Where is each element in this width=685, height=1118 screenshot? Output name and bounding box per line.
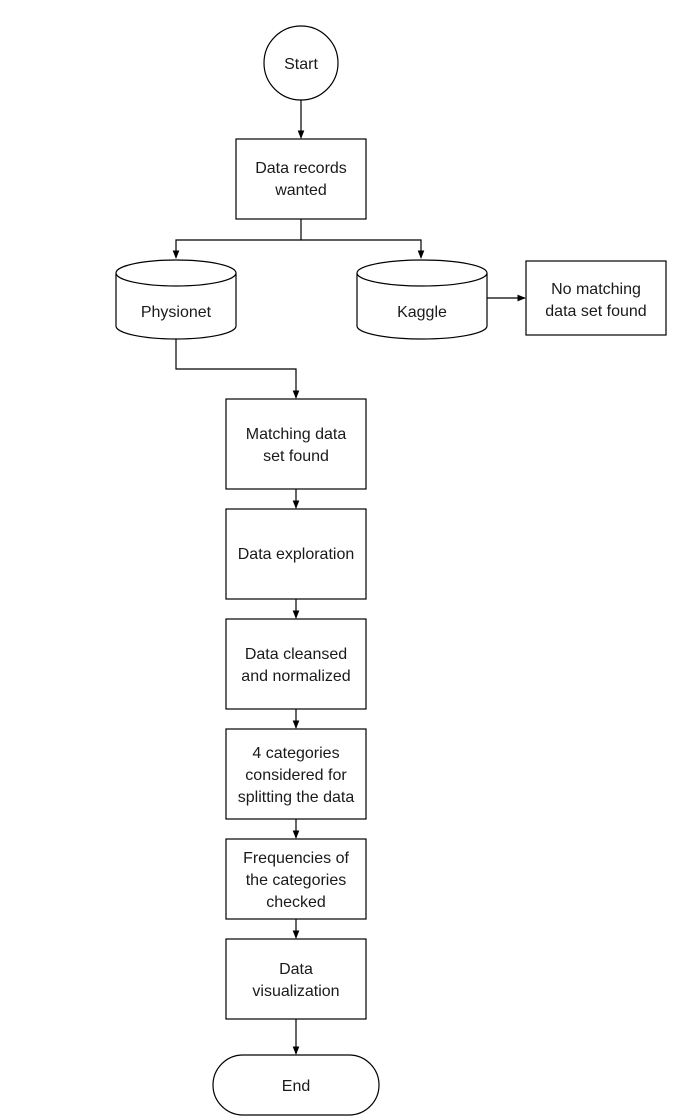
edges: [172, 100, 526, 1055]
visualization-label-line2: visualization: [252, 983, 339, 1000]
frequencies-label-line1: Frequencies of: [243, 850, 349, 867]
no-match-label-line2: data set found: [545, 303, 646, 320]
match-label-line1: Matching data: [246, 426, 347, 443]
end-label: End: [282, 1078, 310, 1095]
physionet-database: Physionet: [115, 259, 237, 340]
categories-node: 4 categories considered for splitting th…: [225, 728, 367, 820]
match-node: Matching data set found: [225, 398, 367, 490]
visualization-node: Data visualization: [225, 938, 367, 1020]
match-label-line2: set found: [263, 448, 329, 465]
no-match-label-line1: No matching: [551, 281, 641, 298]
visualization-label-line1: Data: [279, 961, 313, 978]
end-node: End: [212, 1054, 380, 1116]
physionet-label: Physionet: [141, 304, 212, 321]
records-label-line1: Data records: [255, 160, 347, 177]
start-node: Start: [263, 25, 339, 101]
records-label-line2: wanted: [274, 182, 327, 199]
kaggle-database: Kaggle: [356, 259, 488, 340]
cleansed-label-line2: and normalized: [241, 668, 350, 685]
kaggle-label: Kaggle: [397, 304, 447, 321]
exploration-node: Data exploration: [225, 508, 367, 600]
start-label: Start: [284, 56, 318, 73]
categories-label-line3: splitting the data: [238, 789, 355, 806]
cleansed-label-line1: Data cleansed: [245, 646, 347, 663]
categories-label-line2: considered for: [245, 767, 347, 784]
frequencies-label-line2: the categories: [246, 872, 347, 889]
edge-records-to-physionet: [172, 219, 302, 259]
records-node: Data records wanted: [235, 138, 367, 220]
edge-physionet-to-match: [175, 339, 300, 399]
frequencies-label-line3: checked: [266, 894, 326, 911]
edge-records-to-kaggle: [301, 239, 425, 259]
exploration-label: Data exploration: [238, 546, 355, 563]
no-match-node: No matching data set found: [525, 260, 667, 336]
cleansed-node: Data cleansed and normalized: [225, 618, 367, 710]
frequencies-node: Frequencies of the categories checked: [225, 838, 367, 920]
categories-label-line1: 4 categories: [252, 745, 339, 762]
